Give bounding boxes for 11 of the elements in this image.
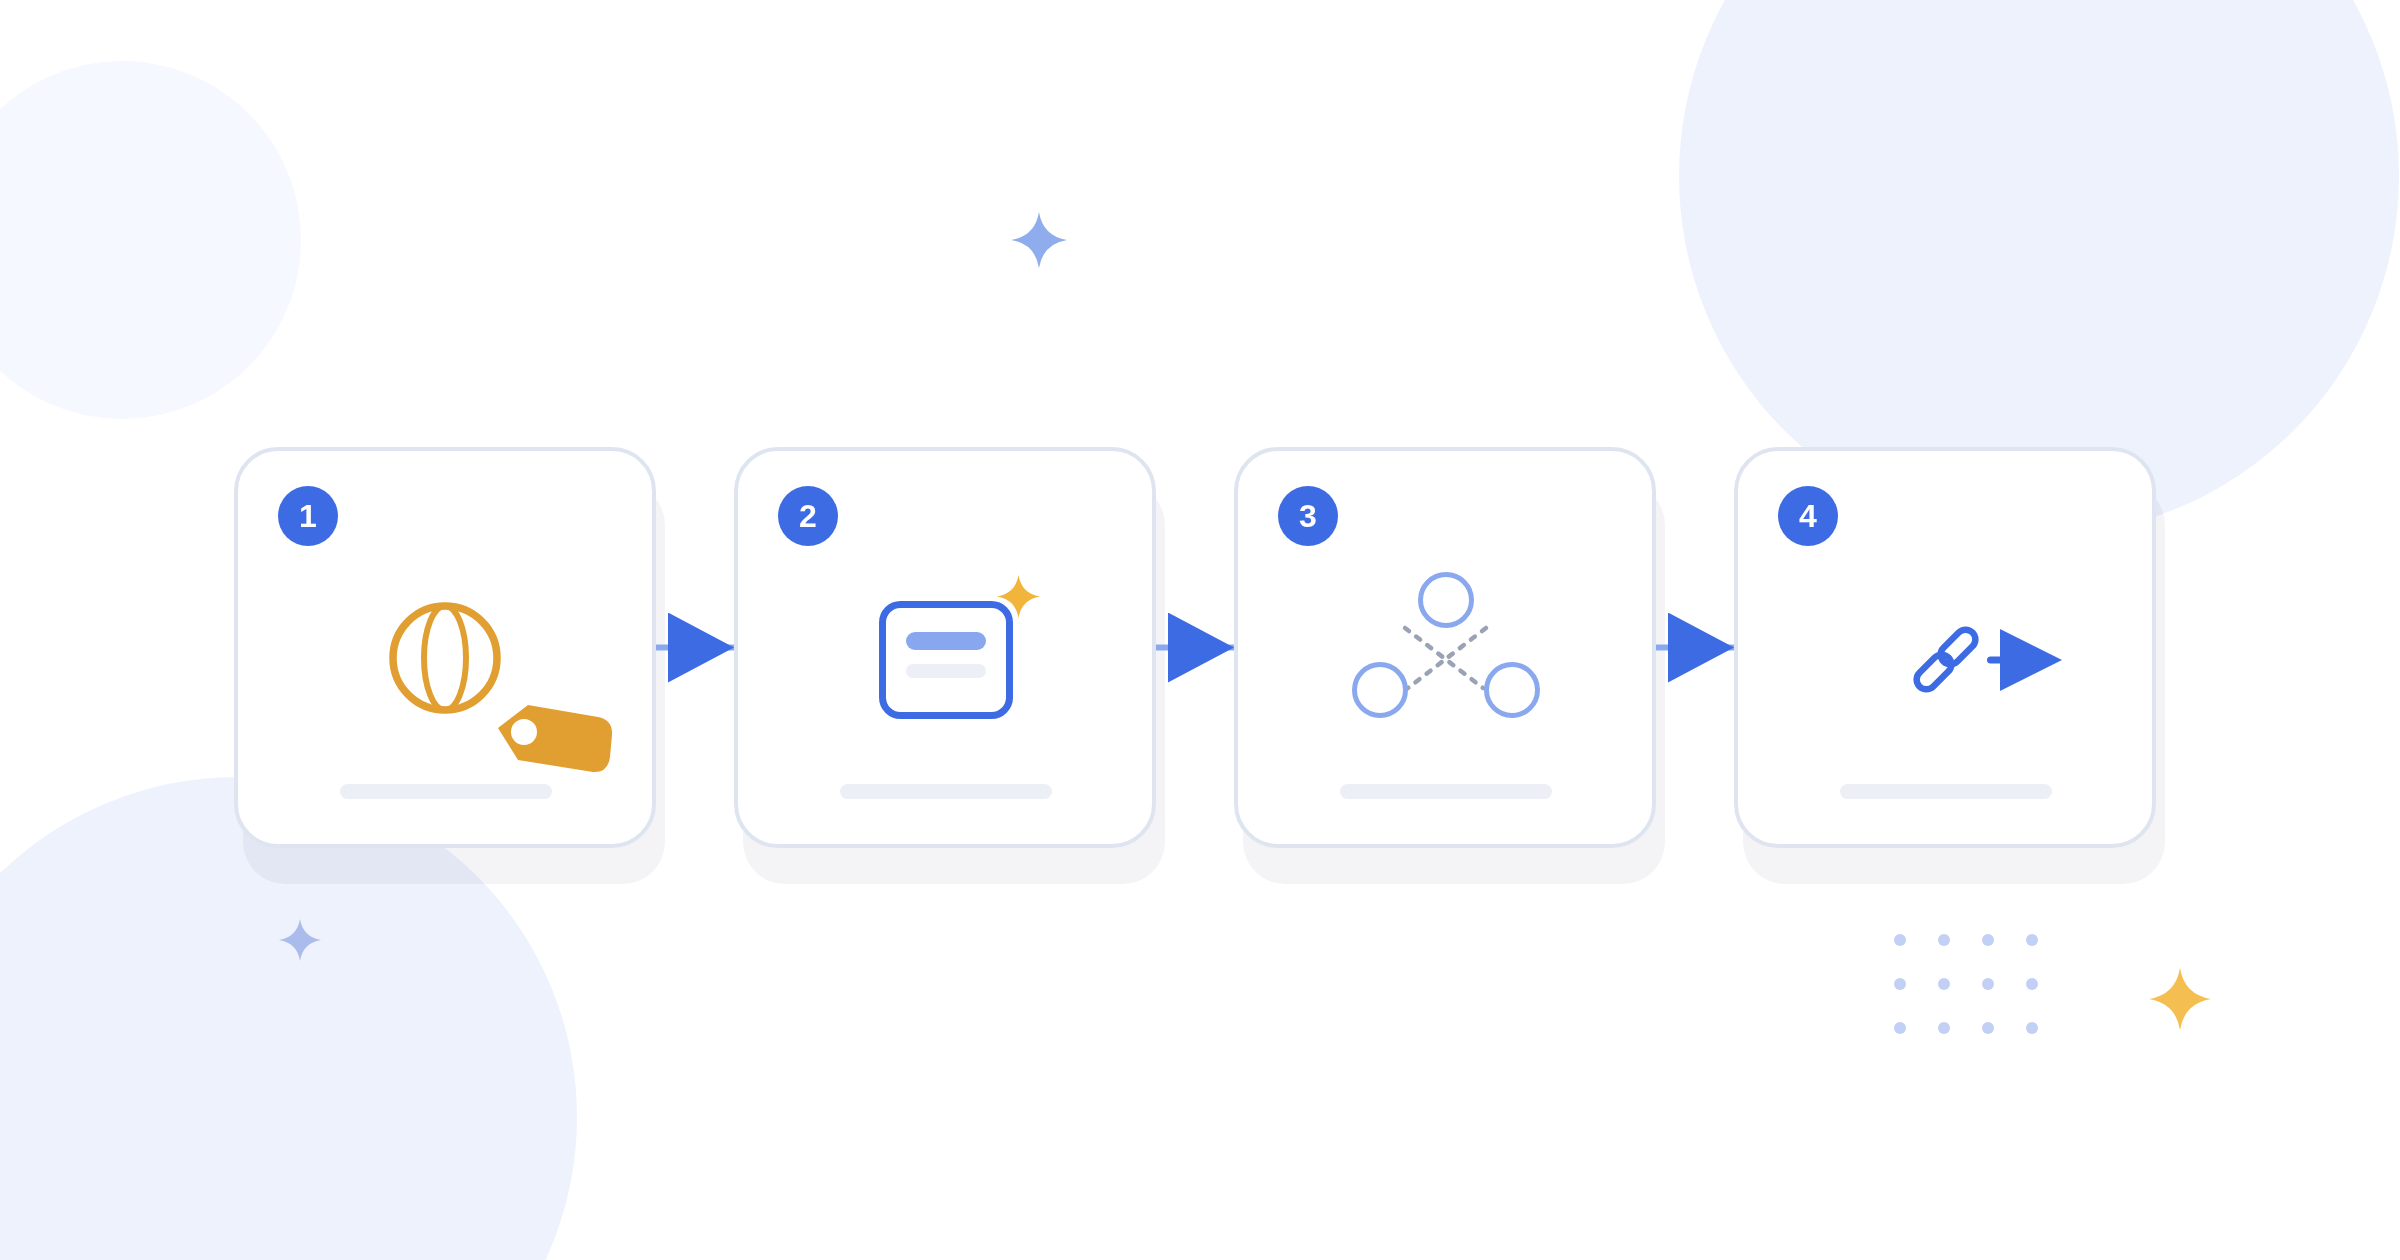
arrow (1156, 612, 1234, 683)
step-card (1234, 447, 1656, 848)
step-number: 4 (1778, 486, 1838, 546)
step-number: 3 (1278, 486, 1338, 546)
step-number: 1 (278, 486, 338, 546)
step-card (234, 447, 656, 848)
step-number: 2 (778, 486, 838, 546)
step-card (1734, 447, 2156, 848)
arrow (1656, 612, 1734, 683)
step-card (734, 447, 1156, 848)
arrow (656, 612, 734, 683)
